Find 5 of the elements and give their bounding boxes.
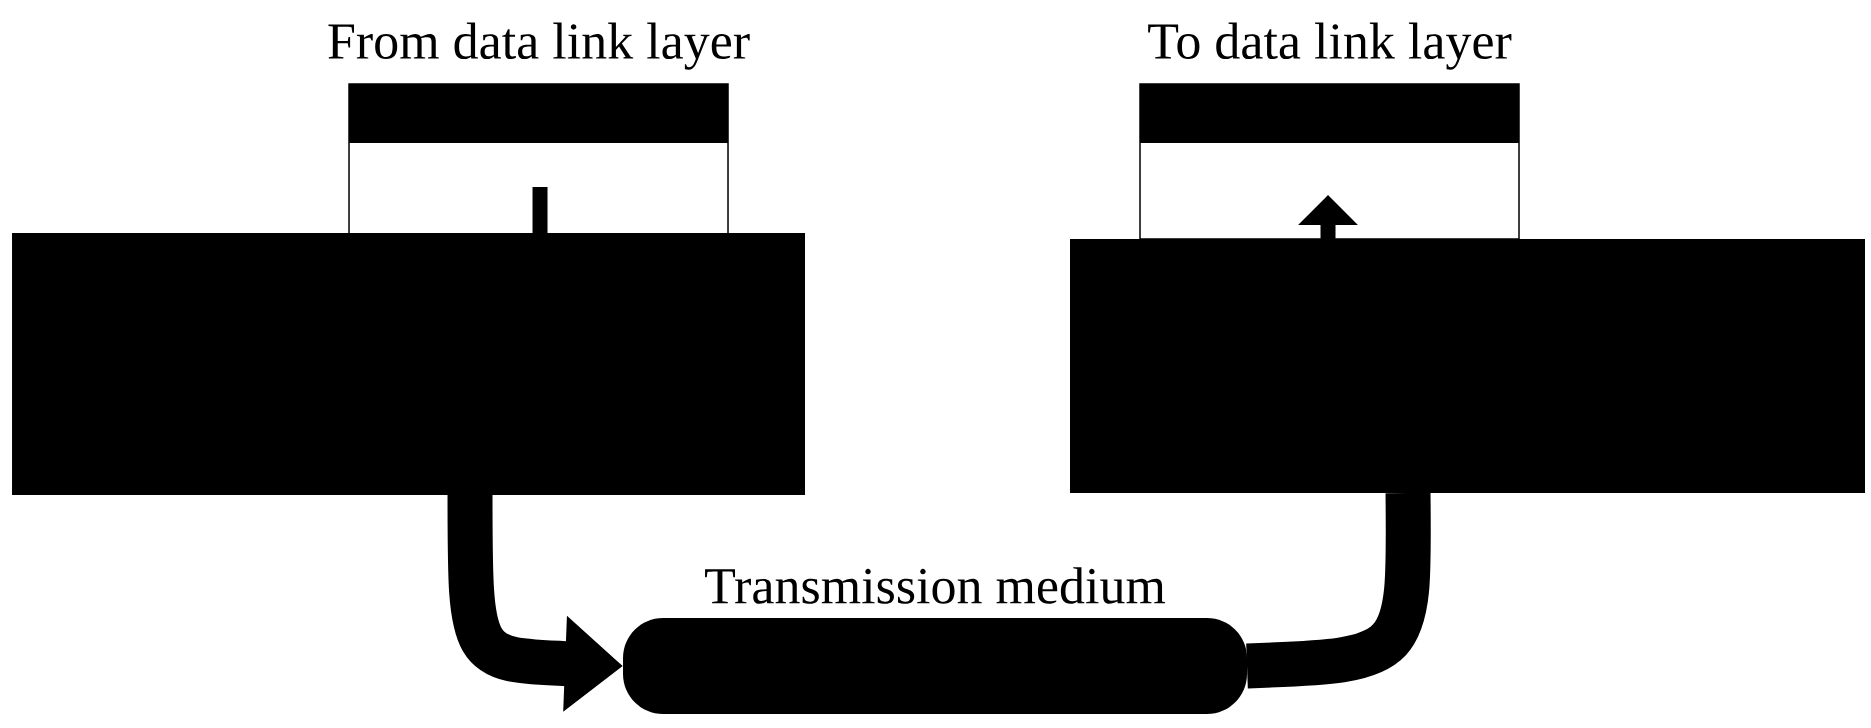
layer-block — [1070, 239, 1865, 493]
layer-block — [12, 233, 805, 495]
heading: To data link layer — [1148, 22, 1512, 70]
heading: Transmission medium — [705, 567, 1166, 604]
heading: From data link layer — [328, 22, 750, 70]
